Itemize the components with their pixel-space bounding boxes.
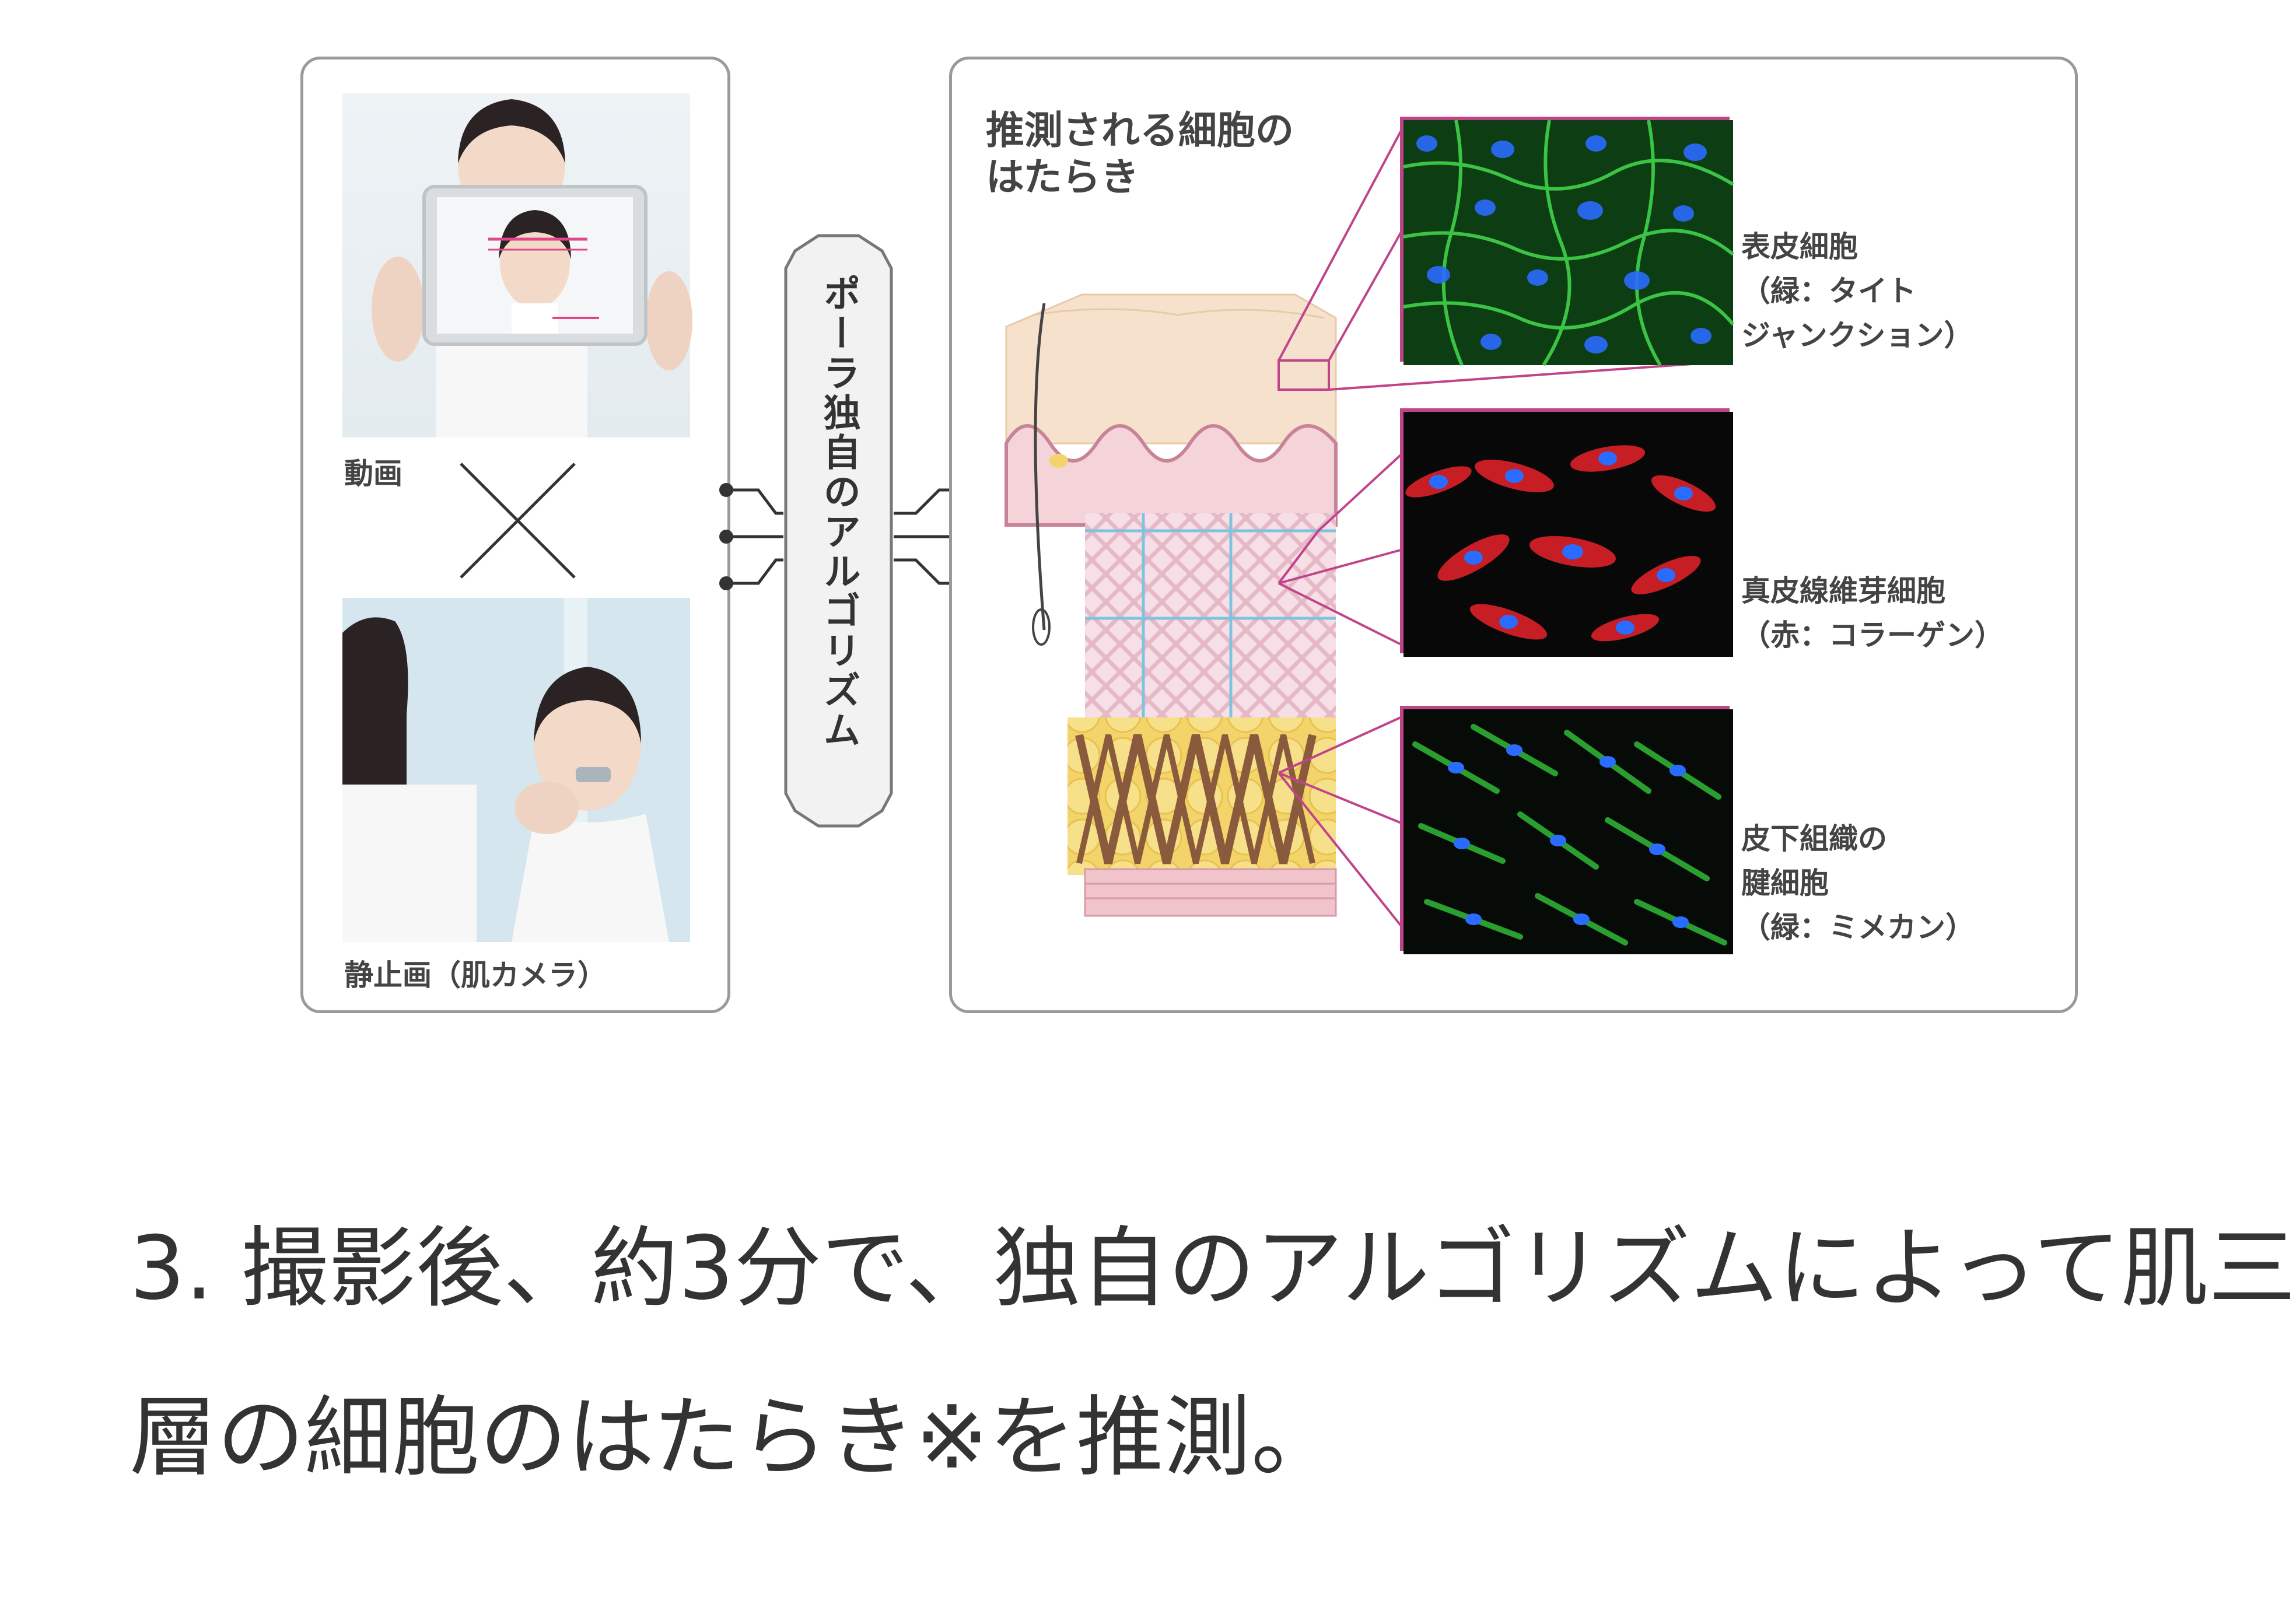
tendon-cell-label-line1: 皮下組織の bbox=[1741, 822, 1887, 856]
cell-panel-title-line2: はたらき bbox=[986, 155, 1139, 199]
still-photo-illustration bbox=[342, 598, 690, 942]
caption: 3. 撮影後、約3分で、独自のアルゴリズムによって肌三 層の細胞のはたらき※を推… bbox=[130, 1184, 2296, 1522]
fibroblast-cell-image bbox=[1400, 408, 1733, 657]
still-photo bbox=[342, 598, 690, 942]
algorithm-box-shape bbox=[784, 234, 893, 828]
epidermal-cell-micrograph bbox=[1403, 120, 1735, 366]
algorithm-label: ポーラ独自のアルゴリズム bbox=[817, 274, 860, 750]
video-photo-illustration bbox=[372, 99, 692, 437]
caption-line1: 3. 撮影後、約3分で、独自のアルゴリズムによって肌三 bbox=[130, 1218, 2296, 1319]
cell-panel-title-line1: 推測される細胞の bbox=[986, 108, 1294, 153]
epidermal-cell-image bbox=[1400, 117, 1735, 366]
fibroblast-cell-label-line1: 真皮線維芽細胞 bbox=[1741, 574, 1945, 608]
fibroblast-cell-label: 真皮線維芽細胞 （赤：コラーゲン） bbox=[1741, 569, 2004, 657]
tendon-cell-label-line3: （緑：ミメカン） bbox=[1741, 911, 1975, 944]
still-label: 静止画（肌カメラ） bbox=[344, 958, 607, 992]
fibroblast-cell-label-line2: （赤：コラーゲン） bbox=[1741, 618, 2004, 652]
caption-line2: 層の細胞のはたらき※を推測。 bbox=[130, 1387, 1339, 1489]
tendon-cell-micrograph bbox=[1404, 709, 1733, 954]
video-photo bbox=[342, 93, 692, 437]
algorithm-box: ポーラ独自のアルゴリズム bbox=[783, 233, 894, 828]
epidermal-cell-label-line3: ジャンクション） bbox=[1741, 318, 1973, 352]
epidermal-cell-label-line1: 表皮細胞 bbox=[1741, 230, 1858, 264]
tendon-cell-image bbox=[1400, 706, 1733, 954]
fibroblast-cell-micrograph bbox=[1404, 412, 1733, 657]
video-label: 動画 bbox=[344, 457, 402, 491]
epidermal-cell-label-line2: （緑：タイト bbox=[1741, 274, 1916, 308]
tendon-cell-label: 皮下組織の 腱細胞 （緑：ミメカン） bbox=[1741, 817, 1975, 950]
tendon-cell-label-line2: 腱細胞 bbox=[1741, 866, 1829, 900]
epidermal-cell-label: 表皮細胞 （緑：タイト ジャンクション） bbox=[1741, 225, 1973, 358]
